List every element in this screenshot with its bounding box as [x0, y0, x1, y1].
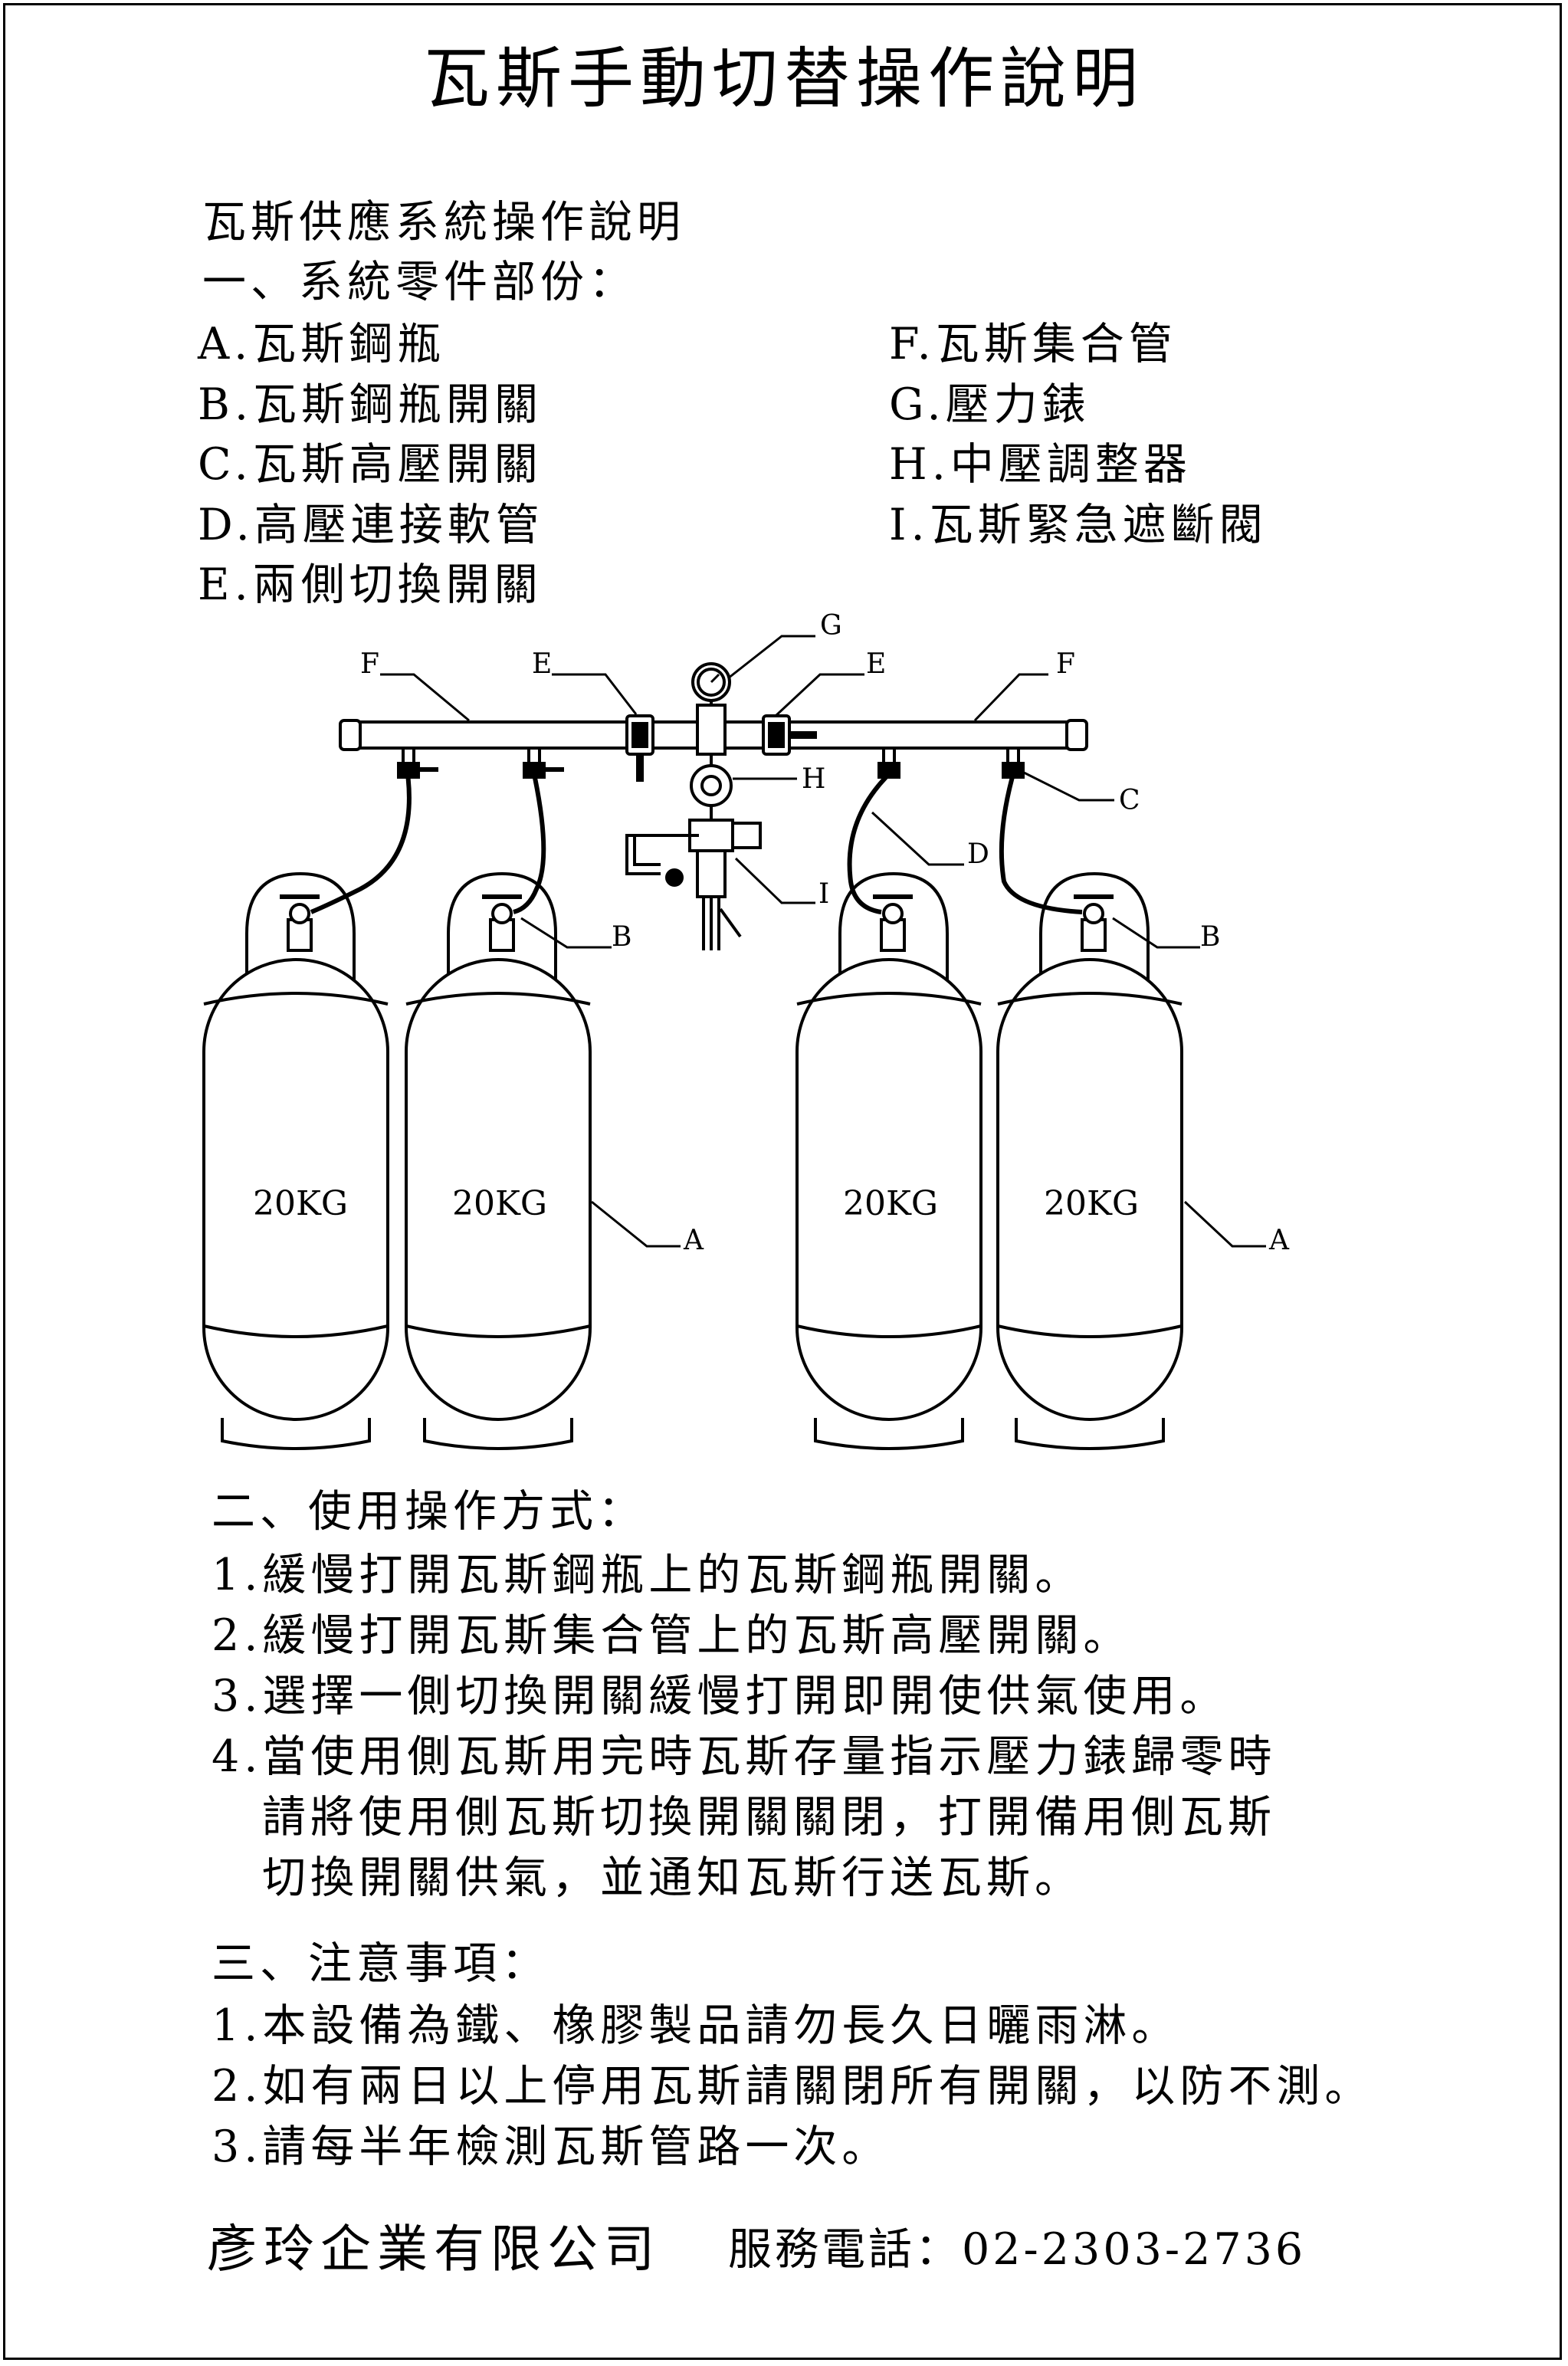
emergency-shutoff-valve	[625, 819, 762, 950]
callout-g: G	[820, 610, 842, 642]
callout-c: C	[1119, 785, 1140, 816]
changeover-switches	[625, 714, 817, 782]
section2-list: 1.緩慢打開瓦斯鋼瓶上的瓦斯鋼瓶開關。 2.緩慢打開瓦斯集合管上的瓦斯高壓開關。…	[212, 1545, 1276, 1908]
parts-list-right: F.瓦斯集合管 G.壓力錶 H.中壓調整器 I.瓦斯緊急遮斷閥	[889, 314, 1268, 555]
high-pressure-valves	[397, 747, 1025, 779]
callout-a-left: A	[683, 1225, 704, 1256]
section2-line-3: 3.選擇一側切換開關緩慢打開即開使供氣使用。	[212, 1671, 1228, 1721]
section3-line-3: 3.請每半年檢測瓦斯管路一次。	[212, 2122, 891, 2172]
callout-i: I	[818, 878, 829, 910]
callout-leaders	[380, 635, 1266, 1248]
part-e: E.兩側切換開關	[198, 560, 543, 610]
high-pressure-hoses	[310, 772, 1083, 914]
callout-e-left: E	[532, 648, 552, 680]
section3-line-2: 2.如有兩日以上停用瓦斯請關閉所有開關，以防不測。	[212, 2061, 1373, 2112]
callout-d: D	[967, 838, 989, 870]
part-c: C.瓦斯高壓開關	[198, 439, 543, 490]
cylinder-1-label: 20KG	[253, 1184, 348, 1223]
section3-heading: 三、注意事項：	[212, 1938, 549, 1989]
callout-e-right: E	[866, 648, 886, 680]
callout-b-left: B	[612, 921, 631, 953]
parts-list-left: A.瓦斯鋼瓶 B.瓦斯鋼瓶開關 C.瓦斯高壓開關 D.高壓連接軟管 E.兩側切換…	[198, 314, 544, 615]
callout-labels: F E G E F H C D I B B A A	[360, 610, 1290, 1256]
part-g: G.壓力錶	[889, 379, 1091, 430]
cylinder-3	[795, 871, 982, 1450]
part-b: B.瓦斯鋼瓶開關	[198, 379, 543, 430]
part-d: D.高壓連接軟管	[198, 499, 544, 550]
regulator	[690, 754, 733, 820]
part-i: I.瓦斯緊急遮斷閥	[889, 499, 1268, 550]
cylinder-3-label: 20KG	[843, 1184, 938, 1223]
company-name: 彥玲企業有限公司	[207, 2220, 661, 2279]
pressure-gauge	[691, 662, 731, 756]
cylinder-4	[996, 871, 1183, 1450]
intro-heading: 瓦斯供應系統操作說明	[202, 197, 685, 248]
cylinder-4-label: 20KG	[1044, 1184, 1139, 1223]
section3-line-1: 1.本設備為鐵、橡膠製品請勿長久日曬雨淋。	[212, 2000, 1180, 2051]
section2-line-5: 請將使用側瓦斯切換開關關閉，打開備用側瓦斯	[262, 1792, 1276, 1843]
part-a: A.瓦斯鋼瓶	[198, 319, 446, 369]
callout-b-right: B	[1200, 921, 1220, 953]
cylinder-1	[202, 871, 389, 1450]
part-h: H.中壓調整器	[889, 439, 1192, 490]
cylinder-2-label: 20KG	[452, 1184, 547, 1223]
section1-heading: 一、系統零件部份：	[202, 257, 637, 307]
section2-line-6: 切換開關供氣，並通知瓦斯行送瓦斯。	[262, 1852, 1083, 1903]
section2-line-2: 2.緩慢打開瓦斯集合管上的瓦斯高壓開關。	[212, 1610, 1132, 1661]
section2-line-4: 4.當使用側瓦斯用完時瓦斯存量指示壓力錶歸零時	[212, 1731, 1277, 1782]
callout-f-right: F	[1056, 648, 1075, 680]
cylinder-2	[405, 871, 592, 1450]
part-f: F.瓦斯集合管	[889, 319, 1177, 369]
page-title: 瓦斯手動切替操作說明	[424, 41, 1144, 117]
gas-system-diagram: 20KG 20KG 20KG 20KG	[202, 610, 1290, 1450]
callout-f-left: F	[360, 648, 379, 680]
section3-list: 1.本設備為鐵、橡膠製品請勿長久日曬雨淋。 2.如有兩日以上停用瓦斯請關閉所有開…	[212, 1996, 1373, 2177]
callout-h: H	[802, 763, 825, 795]
page-border	[3, 3, 1562, 2360]
section2-line-1: 1.緩慢打開瓦斯鋼瓶上的瓦斯鋼瓶開關。	[212, 1550, 1084, 1600]
section2-heading: 二、使用操作方式：	[212, 1486, 646, 1537]
callout-a-right: A	[1268, 1225, 1290, 1256]
service-phone: 服務電話：02-2303-2736	[728, 2224, 1307, 2275]
